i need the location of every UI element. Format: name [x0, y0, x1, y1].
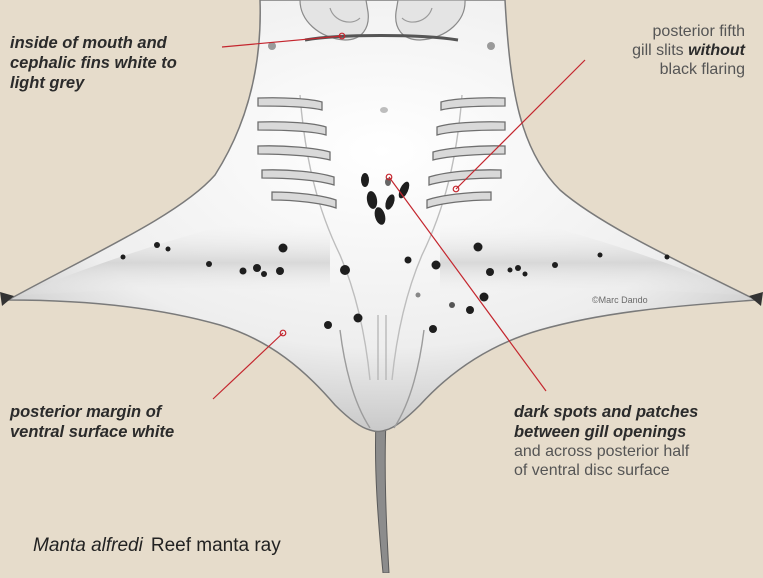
leader-line-margin: [213, 333, 283, 399]
annotation-margin-line1: posterior margin of: [10, 402, 250, 422]
annotation-gill-line2: gill slits without: [632, 41, 745, 60]
annotation-gill-line2-emphasis: without: [688, 42, 745, 59]
tail: [375, 420, 389, 573]
annotation-margin: posterior margin of ventral surface whit…: [10, 402, 250, 442]
annotation-spots: dark spots and patches between gill open…: [514, 402, 759, 480]
annotation-spots-line1: dark spots and patches: [514, 402, 759, 422]
common-name: Reef manta ray: [151, 535, 281, 556]
species-caption: Manta alfredi Reef manta ray: [33, 535, 281, 557]
annotation-gill-line2-plain: gill slits: [632, 42, 688, 59]
annotation-margin-line2: ventral surface white: [10, 422, 250, 442]
eye-right: [487, 42, 495, 50]
annotation-gill-line1: posterior fifth: [632, 22, 745, 41]
annotation-spots-line2: between gill openings: [514, 422, 759, 442]
annotation-spots-line4: of ventral disc surface: [514, 461, 759, 480]
annotation-spots-line3: and across posterior half: [514, 442, 759, 461]
scientific-name: Manta alfredi: [33, 535, 143, 556]
annotation-gill-slits: posterior fifth gill slits without black…: [632, 22, 745, 79]
annotation-mouth: inside of mouth and cephalic fins white …: [10, 33, 240, 93]
image-credit: ©Marc Dando: [592, 295, 648, 305]
annotation-mouth-line3: light grey: [10, 73, 240, 93]
annotation-gill-line3: black flaring: [632, 60, 745, 79]
annotation-mouth-line2: cephalic fins white to: [10, 53, 240, 73]
annotation-mouth-line1: inside of mouth and: [10, 33, 240, 53]
